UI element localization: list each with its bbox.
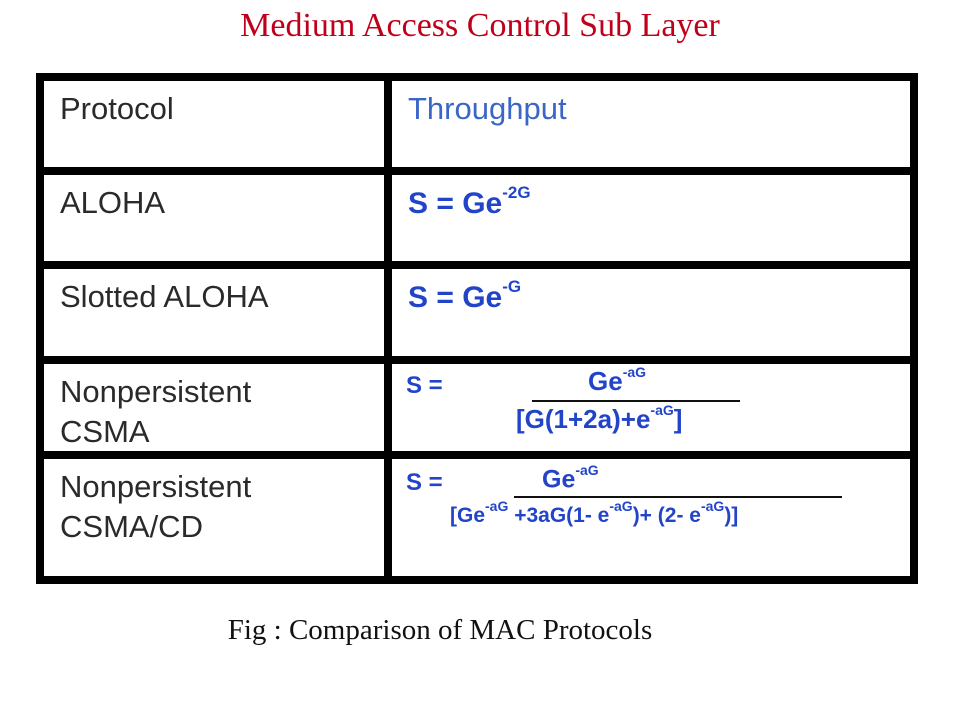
header-cell-throughput: Throughput xyxy=(392,81,910,167)
formula-exponent: -G xyxy=(502,277,522,296)
formula-base: S = Ge xyxy=(408,187,503,220)
formula-base: S = Ge xyxy=(408,281,503,314)
table-row-aloha-throughput: S = Ge-2G xyxy=(392,175,910,261)
protocol-name: Nonpersistent CSMA/CD xyxy=(60,469,252,544)
throughput-formula: S = Ge-G xyxy=(408,277,521,315)
figure-caption: Fig : Comparison of MAC Protocols xyxy=(227,614,653,646)
slide-title: Medium Access Control Sub Layer xyxy=(240,7,720,44)
table-row-csma-throughput: S = Ge-aG [G(1+2a)+e-aG] xyxy=(392,364,910,451)
protocol-name: Nonpersistent CSMA xyxy=(60,374,252,449)
table-row-aloha-protocol: ALOHA xyxy=(44,175,384,261)
header-protocol: Protocol xyxy=(60,91,174,126)
formula-denominator: [Ge-aG +3aG(1- e-aG)+ (2- e-aG)] xyxy=(450,498,739,527)
formula-numerator: Ge-aG xyxy=(588,364,647,396)
header-cell-protocol: Protocol xyxy=(44,81,384,167)
formula-numerator: Ge-aG xyxy=(542,462,599,494)
throughput-formula: S = Ge-2G xyxy=(408,183,531,221)
fraction-line xyxy=(514,496,842,498)
protocol-name: ALOHA xyxy=(60,185,166,220)
protocol-name: Slotted ALOHA xyxy=(60,279,269,314)
fraction-line xyxy=(532,400,740,402)
comparison-table: Protocol Throughput ALOHA S = Ge-2G Slot… xyxy=(36,73,918,584)
table-row-csma-cd-protocol: Nonpersistent CSMA/CD xyxy=(44,459,384,576)
table-row-slotted-aloha-throughput: S = Ge-G xyxy=(392,269,910,356)
table-row-csma-protocol: Nonpersistent CSMA xyxy=(44,364,384,451)
formula-exponent: -2G xyxy=(502,183,531,202)
header-throughput: Throughput xyxy=(408,91,567,126)
formula-denominator: [G(1+2a)+e-aG] xyxy=(516,402,683,434)
table-row-csma-cd-throughput: S = Ge-aG [Ge-aG +3aG(1- e-aG)+ (2- e-aG… xyxy=(392,459,910,576)
formula-lhs: S = xyxy=(406,469,443,496)
table-row-slotted-aloha-protocol: Slotted ALOHA xyxy=(44,269,384,356)
formula-lhs: S = xyxy=(406,372,443,399)
